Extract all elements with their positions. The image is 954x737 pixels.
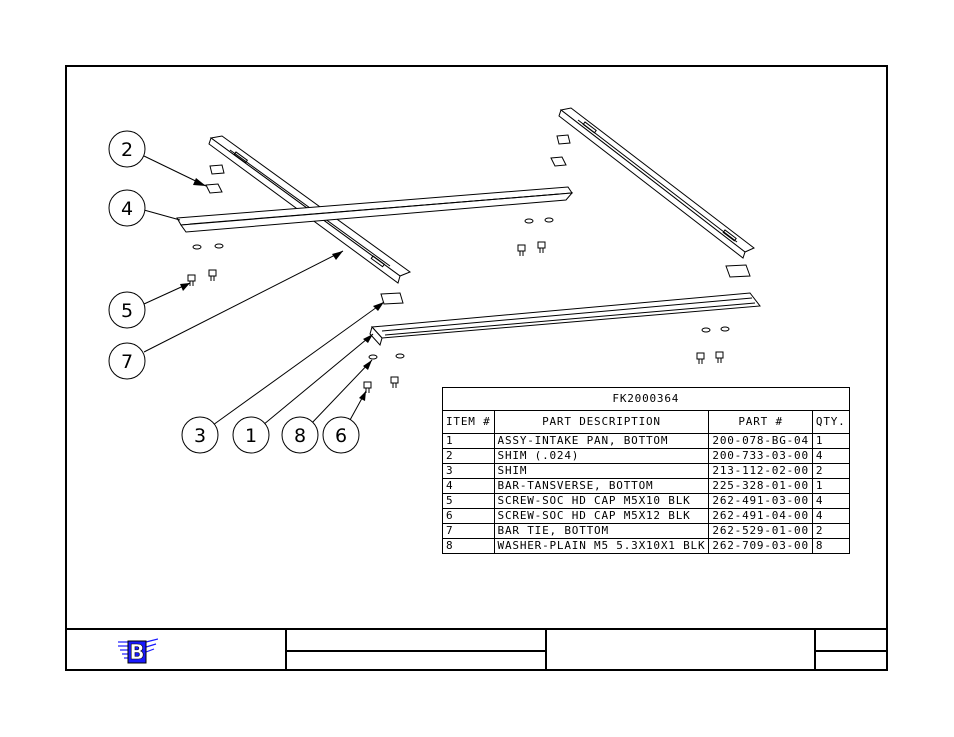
bom-description: BAR-TANSVERSE, BOTTOM (493, 478, 710, 494)
bom-description: SCREW-SOC HD CAP M5X12 BLK (493, 508, 710, 524)
bom-qty: 1 (811, 478, 850, 494)
bom-description: ASSY-INTAKE PAN, BOTTOM (493, 433, 710, 449)
bill-of-materials-table: FK2000364 ITEM # PART DESCRIPTION PART #… (442, 387, 850, 554)
logo-letter: B (129, 640, 144, 664)
transverse-bar (176, 186, 574, 233)
bom-item: 1 (442, 433, 495, 449)
table-row: 5 SCREW-SOC HD CAP M5X10 BLK 262-491-03-… (442, 493, 850, 509)
bom-description: SCREW-SOC HD CAP M5X10 BLK (493, 493, 710, 509)
callout-4: 4 (108, 189, 146, 227)
bom-item: 7 (442, 523, 495, 539)
callout-1: 1 (232, 416, 270, 454)
table-row: 3 SHIM 213-112-02-00 2 (442, 463, 850, 479)
bom-qty: 2 (811, 523, 850, 539)
washers[interactable] (192, 217, 730, 360)
bom-title: FK2000364 (442, 387, 850, 411)
bom-header-item: ITEM # (442, 410, 495, 434)
intake-pan-bottom (369, 292, 761, 347)
shims (205, 134, 751, 305)
callout-label: 3 (194, 425, 206, 447)
bom-item: 6 (442, 508, 495, 524)
callout-label: 5 (121, 300, 133, 322)
bom-item: 2 (442, 448, 495, 464)
title-block-divider (814, 628, 816, 671)
bom-description: BAR TIE, BOTTOM (493, 523, 710, 539)
bom-item: 4 (442, 478, 495, 494)
table-row: 2 SHIM (.024) 200-733-03-00 4 (442, 448, 850, 464)
bom-header-qty: QTY. (811, 410, 850, 434)
bom-part: 225-328-01-00 (708, 478, 813, 494)
bom-description: WASHER-PLAIN M5 5.3X10X1 BLK (493, 538, 710, 554)
bom-part: 262-491-04-00 (708, 508, 813, 524)
callout-label: 2 (121, 139, 133, 161)
bom-item: 3 (442, 463, 495, 479)
callout-3: 3 (181, 416, 219, 454)
callout-7: 7 (108, 342, 146, 380)
table-row: 4 BAR-TANSVERSE, BOTTOM 225-328-01-00 1 (442, 478, 850, 494)
bom-qty: 8 (811, 538, 850, 554)
title-block-mid-rule (814, 650, 888, 652)
title-block-mid-rule (285, 650, 547, 652)
bom-part: 200-733-03-00 (708, 448, 813, 464)
drawing-frame (65, 65, 888, 671)
callout-label: 4 (121, 198, 133, 220)
table-row: 1 ASSY-INTAKE PAN, BOTTOM 200-078-BG-04 … (442, 433, 850, 449)
leader-arrowheads (180, 178, 384, 401)
callout-8: 8 (281, 416, 319, 454)
callout-6: 6 (322, 416, 360, 454)
callout-2: 2 (108, 130, 146, 168)
screws[interactable] (187, 241, 724, 393)
title-block-divider (545, 628, 547, 671)
bom-part: 262-529-01-00 (708, 523, 813, 539)
bom-item: 5 (442, 493, 495, 509)
bar-tie-right (558, 107, 755, 259)
bom-title-row: FK2000364 (442, 387, 850, 411)
callout-5: 5 (108, 291, 146, 329)
leader-lines (143, 155, 385, 426)
bom-part: 262-709-03-00 (708, 538, 813, 554)
bom-part: 213-112-02-00 (708, 463, 813, 479)
bom-description: SHIM (493, 463, 710, 479)
table-row: 8 WASHER-PLAIN M5 5.3X10X1 BLK 262-709-0… (442, 538, 850, 554)
callout-label: 6 (335, 425, 347, 447)
table-row: 6 SCREW-SOC HD CAP M5X12 BLK 262-491-04-… (442, 508, 850, 524)
callout-label: 7 (121, 351, 133, 373)
bom-header-description: PART DESCRIPTION (493, 410, 710, 434)
bom-qty: 1 (811, 433, 850, 449)
callout-label: 8 (294, 425, 306, 447)
table-row: 7 BAR TIE, BOTTOM 262-529-01-00 2 (442, 523, 850, 539)
bom-qty: 4 (811, 508, 850, 524)
bom-qty: 4 (811, 448, 850, 464)
bom-header-row: ITEM # PART DESCRIPTION PART # QTY. (442, 410, 850, 434)
title-block-divider (285, 628, 287, 671)
bom-qty: 4 (811, 493, 850, 509)
bom-item: 8 (442, 538, 495, 554)
bom-header-part: PART # (708, 410, 813, 434)
bom-qty: 2 (811, 463, 850, 479)
title-block-top-rule (65, 628, 888, 630)
callout-label: 1 (245, 425, 257, 447)
bom-description: SHIM (.024) (493, 448, 710, 464)
bom-part: 200-078-BG-04 (708, 433, 813, 449)
company-logo: B (118, 638, 158, 664)
bom-part: 262-491-03-00 (708, 493, 813, 509)
